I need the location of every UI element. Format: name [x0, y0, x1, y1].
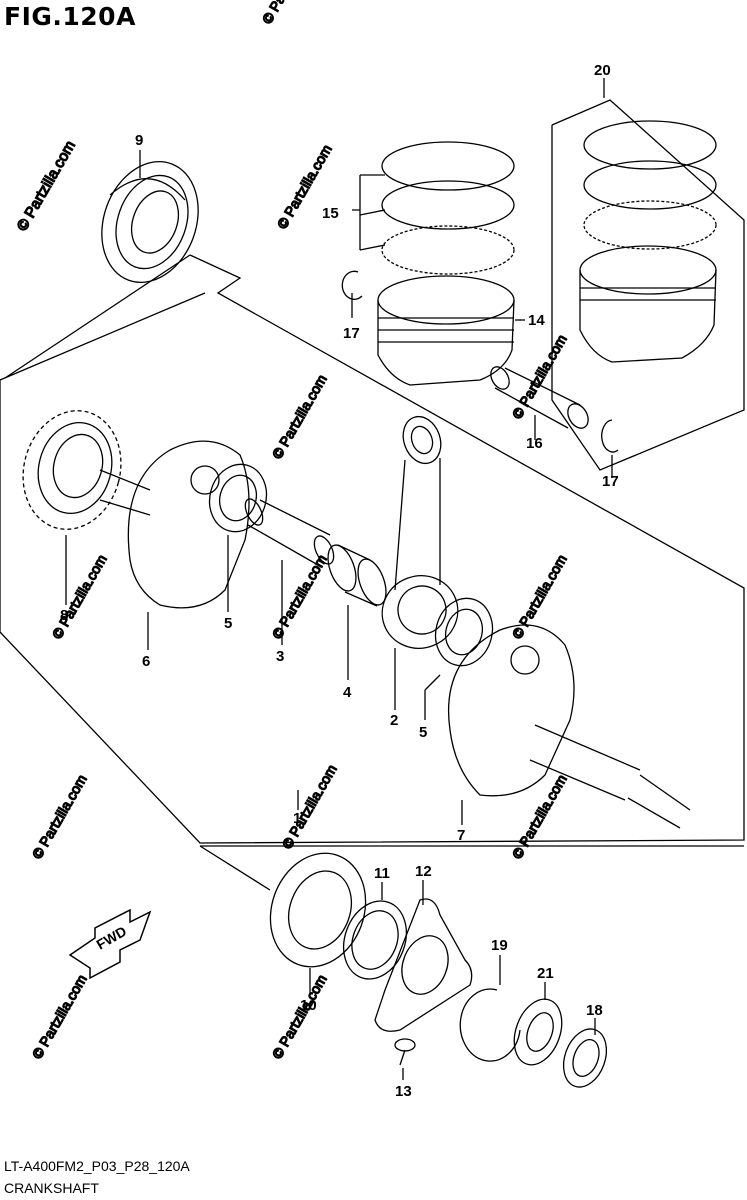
shim-11 — [343, 900, 407, 980]
callout-14: 14 — [528, 312, 545, 329]
callout-18: 18 — [586, 1002, 603, 1019]
figure-title: FIG.120A — [4, 2, 136, 31]
retainer-plate-12 — [374, 898, 473, 1032]
thrust-washer-5-left — [208, 463, 268, 533]
watermark: © Partzilla.com — [269, 372, 330, 462]
circlip-17-upper — [341, 270, 363, 300]
callout-15: 15 — [322, 205, 339, 222]
callout-10: 10 — [300, 997, 317, 1014]
piston-set-20 — [579, 120, 717, 363]
callout-6: 6 — [142, 653, 150, 670]
watermark: © Partzilla.com — [269, 972, 330, 1062]
circlip-17-lower — [601, 419, 619, 453]
callout-9: 9 — [135, 132, 143, 149]
watermark: © Partzilla.com — [509, 772, 570, 862]
bearing-10 — [269, 852, 367, 968]
footer-section-name: CRANKSHAFT — [4, 1180, 99, 1196]
callout-17-lower: 17 — [602, 473, 619, 490]
gear-8 — [22, 410, 122, 530]
screw-13 — [394, 1038, 416, 1066]
callout-16: 16 — [526, 435, 543, 452]
watermark: © Partzilla.com — [29, 972, 90, 1062]
callout-4: 4 — [343, 684, 352, 701]
callout-20: 20 — [594, 62, 611, 79]
thrust-washer-5-right — [434, 597, 494, 667]
crank-web-6 — [99, 440, 250, 609]
crank-web-7 — [447, 624, 691, 829]
circlip-19 — [459, 988, 521, 1062]
needle-bearing-4 — [327, 544, 387, 607]
callout-5-right: 5 — [419, 724, 427, 741]
callout-labels: 9 20 15 17 14 16 17 8 5 6 3 4 2 5 1 7 11… — [60, 62, 619, 1100]
callout-21: 21 — [537, 965, 554, 982]
oil-seal-18 — [562, 1028, 608, 1088]
watermark: © Partzilla.com — [259, 0, 320, 27]
callout-13: 13 — [395, 1083, 412, 1100]
watermark-layer: © Partzilla.com © Partzilla.com © Partzi… — [13, 0, 570, 1062]
callout-2: 2 — [390, 712, 398, 729]
piston-pin-16 — [490, 366, 589, 429]
callout-11: 11 — [374, 865, 390, 882]
callout-5-left: 5 — [224, 615, 232, 632]
callout-3: 3 — [276, 648, 284, 665]
connecting-rod-2 — [381, 415, 459, 649]
watermark-dark: © Partzilla.com — [14, 138, 79, 234]
assembly-outlines — [0, 99, 745, 891]
callout-7: 7 — [457, 827, 465, 844]
callout-12: 12 — [415, 863, 432, 880]
fwd-arrow-icon: FWD — [68, 908, 152, 980]
watermark: © Partzilla.com — [279, 762, 340, 852]
callout-1: 1 — [293, 810, 301, 827]
piston-rings-15 — [381, 141, 515, 275]
footer-figure-code: LT-A400FM2_P03_P28_120A — [4, 1158, 190, 1174]
bearing-21 — [513, 998, 563, 1066]
callout-19: 19 — [491, 937, 508, 954]
piston-14 — [377, 275, 515, 386]
watermark: © Partzilla.com — [269, 552, 330, 642]
callout-17-upper: 17 — [343, 325, 360, 342]
watermark: © Partzilla.com — [509, 552, 570, 642]
bearing-9 — [101, 161, 199, 283]
callout-8: 8 — [60, 607, 68, 624]
leader-lines — [65, 78, 613, 1080]
watermark: © Partzilla.com — [509, 332, 570, 422]
watermark: © Partzilla.com — [49, 552, 110, 642]
watermark: © Partzilla.com — [29, 772, 90, 862]
